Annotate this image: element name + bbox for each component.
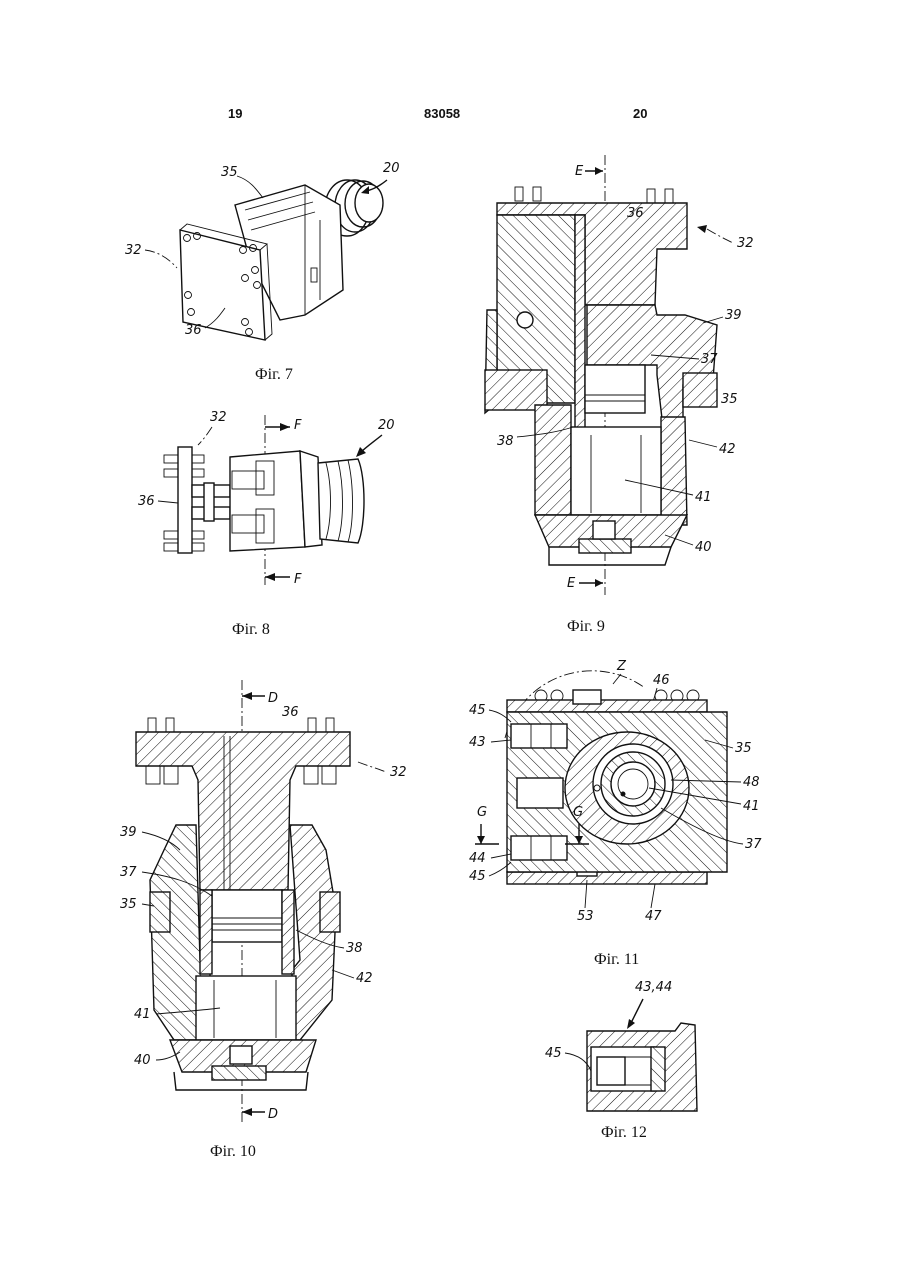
label-35: 35 [721, 392, 738, 407]
label-37: 37 [120, 865, 137, 880]
label-43: 43 [469, 735, 486, 750]
label-45: 45 [545, 1046, 562, 1061]
label-g-right: G [573, 805, 583, 820]
label-43-44: 43,44 [635, 980, 672, 995]
figure-11-caption: Фіг. 11 [594, 951, 639, 969]
figure-10-drawing: D D 36 [120, 680, 410, 1125]
label-32: 32 [737, 236, 754, 251]
label-38: 38 [497, 434, 514, 449]
label-45-top: 45 [469, 703, 486, 718]
label-32: 32 [390, 765, 407, 780]
figure-8-drawing: F F 32 20 36 [130, 405, 410, 590]
label-39: 39 [120, 825, 137, 840]
label-f-top: F [294, 418, 302, 433]
label-48: 48 [743, 775, 760, 790]
label-42: 42 [719, 442, 736, 457]
label-39: 39 [725, 308, 742, 323]
label-41: 41 [743, 799, 760, 814]
label-g-left: G [477, 805, 487, 820]
label-37: 37 [701, 352, 718, 367]
label-37: 37 [745, 837, 762, 852]
label-36: 36 [282, 705, 299, 720]
document-number: 83058 [424, 106, 460, 121]
label-41: 41 [134, 1007, 151, 1022]
label-d-bottom: D [268, 1107, 278, 1122]
label-36: 36 [185, 323, 202, 338]
figure-11-drawing: Z 46 [465, 648, 775, 938]
figure-12-drawing: 43,44 45 [535, 975, 710, 1120]
figure-7-drawing: 35 20 32 36 [115, 150, 415, 360]
page-number-left: 19 [228, 106, 242, 121]
label-40: 40 [134, 1053, 151, 1068]
label-35: 35 [735, 741, 752, 756]
label-40: 40 [695, 540, 712, 555]
label-20: 20 [378, 418, 395, 433]
figure-8-caption: Фіг. 8 [232, 621, 270, 639]
label-46: 46 [653, 673, 670, 688]
label-35: 35 [221, 165, 238, 180]
figure-9-drawing: E E 36 [475, 155, 775, 595]
label-36: 36 [627, 206, 644, 221]
label-45-bottom: 45 [469, 869, 486, 884]
label-53: 53 [577, 909, 594, 924]
figure-12-caption: Фіг. 12 [601, 1124, 647, 1142]
figure-9-caption: Фіг. 9 [567, 618, 605, 636]
label-32: 32 [125, 243, 142, 258]
label-35: 35 [120, 897, 137, 912]
label-38: 38 [346, 941, 363, 956]
label-z: Z [616, 659, 627, 674]
figure-10-caption: Фіг. 10 [210, 1143, 256, 1161]
page-number-right: 20 [633, 106, 647, 121]
label-42: 42 [356, 971, 373, 986]
label-20: 20 [383, 161, 400, 176]
label-d-top: D [268, 691, 278, 706]
label-41: 41 [695, 490, 712, 505]
label-47: 47 [645, 909, 662, 924]
label-36: 36 [138, 494, 155, 509]
figure-7-caption: Фіг. 7 [255, 366, 293, 384]
label-e-top: E [575, 164, 584, 179]
label-32: 32 [210, 410, 227, 425]
label-f-bottom: F [294, 572, 302, 587]
label-44: 44 [469, 851, 486, 866]
label-e-bottom: E [567, 576, 576, 591]
